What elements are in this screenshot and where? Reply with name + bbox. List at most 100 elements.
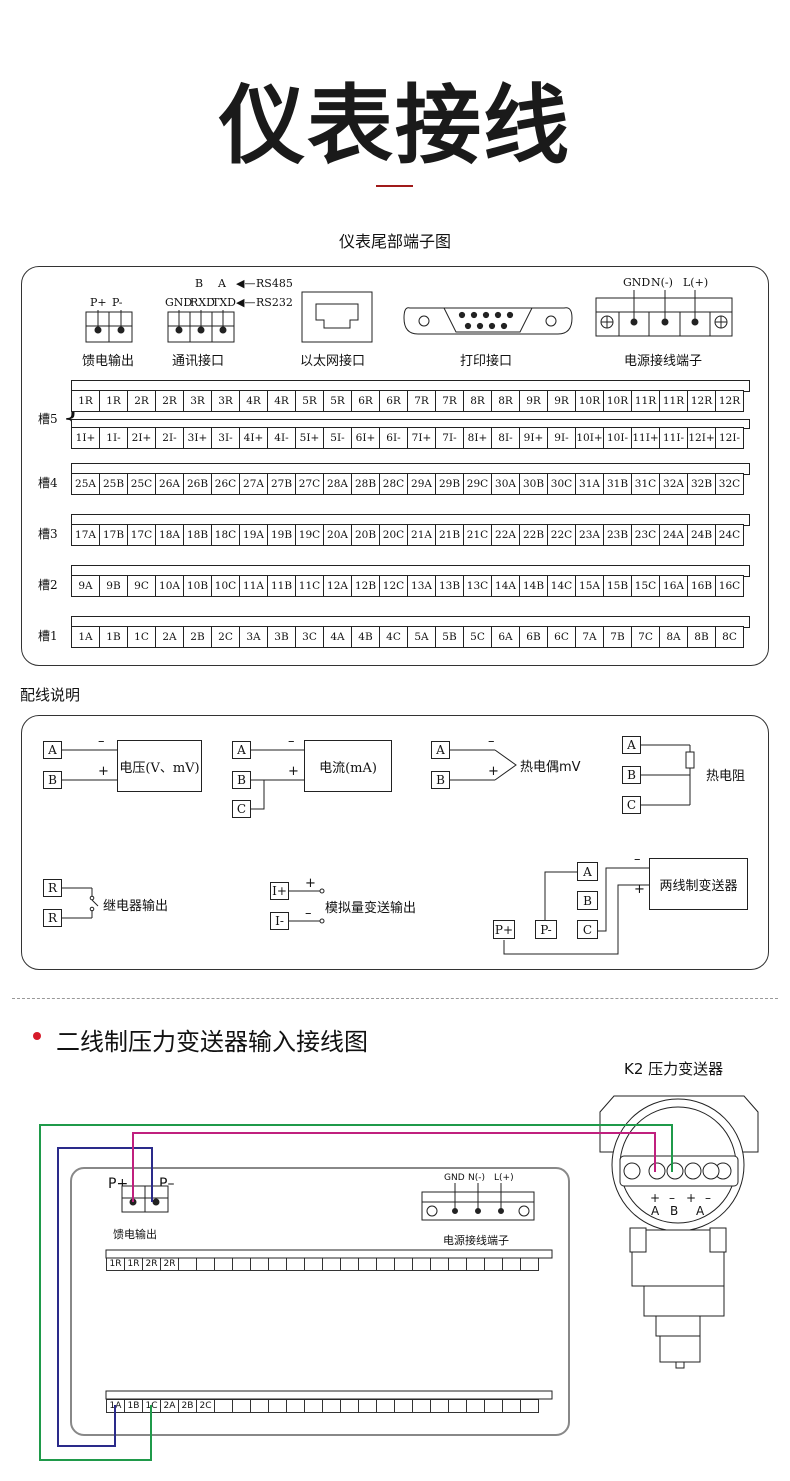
terminal-cell: 11C — [295, 575, 324, 597]
voltage-minus: – — [98, 734, 105, 749]
terminal-cell: 12A — [323, 575, 352, 597]
current-minus: – — [288, 734, 295, 749]
terminal-cell: 27B — [267, 473, 296, 495]
relay-r2-terminal: R — [43, 909, 62, 927]
terminal-cell: 13C — [463, 575, 492, 597]
terminal-cell: 26C — [211, 473, 240, 495]
terminal-cell: 2I+ — [127, 427, 156, 449]
voltage-plus: + — [98, 764, 109, 779]
port-label-feed: 馈电输出 — [82, 354, 135, 369]
terminal-cell: 10R — [603, 390, 632, 412]
tw-minus: – — [634, 852, 641, 867]
terminal-cell: 5I- — [323, 427, 352, 449]
rear-panel-subtitle: 仪表尾部端子图 — [338, 232, 451, 251]
terminal-cell: 4I+ — [239, 427, 268, 449]
example-power-l: L(+) — [494, 1173, 514, 1183]
slot4-label: 槽4 — [38, 476, 58, 490]
terminal-cell: 10C — [211, 575, 240, 597]
terminal-cell: 22C — [547, 524, 576, 546]
two-wire-box: 两线制变送器 — [649, 858, 748, 910]
terminal-cell: 14B — [519, 575, 548, 597]
terminal-cell: 23B — [603, 524, 632, 546]
title-divider — [376, 185, 413, 187]
device-label: K2 压力变送器 — [624, 1060, 724, 1078]
relay-label: 继电器输出 — [103, 899, 169, 914]
terminal-cell: 5B — [435, 626, 464, 648]
terminal-cell: 18C — [211, 524, 240, 546]
terminal-cell: 10R — [575, 390, 604, 412]
terminal-cell: 2R — [127, 390, 156, 412]
terminal-cell: 32B — [687, 473, 716, 495]
example-power-label: 电源接线端子 — [443, 1234, 509, 1247]
terminal-cell: 9C — [127, 575, 156, 597]
comm-terminal-icon — [167, 310, 235, 343]
terminal-cell: 11R — [631, 390, 660, 412]
terminal-cell: 19A — [239, 524, 268, 546]
terminal-cell: 11I- — [659, 427, 688, 449]
terminal-cell: 8C — [715, 626, 744, 648]
terminal-cell: 27C — [295, 473, 324, 495]
terminal-cell: 7R — [435, 390, 464, 412]
terminal-cell: 3I- — [211, 427, 240, 449]
terminal-cell: 4A — [323, 626, 352, 648]
current-plus: + — [288, 764, 299, 779]
relay-r1-terminal: R — [43, 879, 62, 897]
rs485-pin-b: B — [195, 277, 204, 290]
tc-a-terminal: A — [431, 741, 450, 759]
terminal-cell: 15B — [603, 575, 632, 597]
terminal-cell: 1I- — [99, 427, 128, 449]
terminal-cell: 12I- — [715, 427, 744, 449]
terminal-cell: 12C — [379, 575, 408, 597]
analog-label: 模拟量变送输出 — [325, 901, 417, 916]
rs485-arrow-icon: ◀— — [236, 277, 256, 290]
terminal-cell: 8R — [491, 390, 520, 412]
terminal-cell: 5C — [463, 626, 492, 648]
rs232-arrow-icon: ◀— — [236, 296, 256, 309]
rs232-pin-txd: TXD — [212, 296, 236, 309]
terminal-cell: 8A — [659, 626, 688, 648]
tw-pplus-terminal: P+ — [493, 920, 515, 939]
port-label-power: 电源接线端子 — [624, 354, 703, 369]
power-pin-n: N(-) — [651, 276, 673, 289]
terminal-cell: 8I+ — [463, 427, 492, 449]
terminal-cell: 32A — [659, 473, 688, 495]
terminal-cell: 1I+ — [71, 427, 100, 449]
slot5-terminal-row-i: 1I+1I-2I+2I-3I+3I-4I+4I-5I+5I-6I+6I-7I+7… — [71, 427, 744, 449]
analog-iminus-terminal: I- — [270, 912, 289, 930]
current-b-terminal: B — [232, 771, 251, 789]
rear-connectors — [85, 290, 733, 343]
terminal-cell: 28B — [351, 473, 380, 495]
current-c-terminal: C — [232, 800, 251, 818]
port-label-print: 打印接口 — [460, 354, 513, 369]
term-sign-3: + — [686, 1191, 697, 1205]
power-pin-gnd: GND — [623, 276, 651, 289]
rs485-label: RS485 — [256, 277, 293, 290]
terminal-cell: 27A — [239, 473, 268, 495]
terminal-cell: 25B — [99, 473, 128, 495]
terminal-cell: 30A — [491, 473, 520, 495]
terminal-cell: 28A — [323, 473, 352, 495]
terminal-cell: 11A — [239, 575, 268, 597]
tw-b-terminal: B — [577, 891, 598, 910]
terminal-cell: 4R — [267, 390, 296, 412]
terminal-cell: 6A — [491, 626, 520, 648]
terminal-cell: 3A — [239, 626, 268, 648]
terminal-cell: 31B — [603, 473, 632, 495]
terminal-cell: 2I- — [155, 427, 184, 449]
terminal-cell: 7B — [603, 626, 632, 648]
terminal-cell: 7A — [575, 626, 604, 648]
terminal-cell: 20C — [379, 524, 408, 546]
rtd-b-terminal: B — [622, 766, 641, 784]
terminal-cell: 2R — [155, 390, 184, 412]
terminal-cell: 24A — [659, 524, 688, 546]
terminal-cell: 18B — [183, 524, 212, 546]
terminal-cell: 12I+ — [687, 427, 716, 449]
tc-label: 热电偶mV — [520, 760, 581, 775]
terminal-cell: 9B — [99, 575, 128, 597]
terminal-cell: 31A — [575, 473, 604, 495]
example-power-gnd: GND — [444, 1173, 465, 1183]
